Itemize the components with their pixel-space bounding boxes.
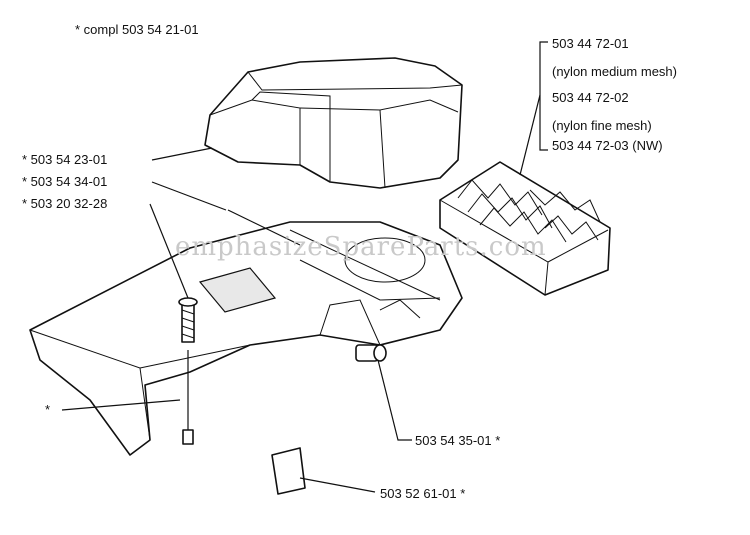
label-knob: 503 54 35-01 * — [415, 433, 501, 448]
air-filter — [439, 161, 611, 296]
seal — [271, 447, 306, 495]
label-filter-cover: * 503 54 23-01 — [22, 152, 108, 167]
label-filter-fine-desc: (nylon fine mesh) — [552, 118, 652, 133]
knob — [355, 344, 387, 362]
label-seal: 503 52 61-01 * — [380, 486, 466, 501]
label-rod: * 503 54 34-01 — [22, 174, 108, 189]
label-screw: * 503 20 32-28 — [22, 196, 108, 211]
top-cover — [204, 57, 463, 189]
cylinder-cover — [29, 209, 463, 456]
watermark: emphasizeSpareParts.com — [175, 232, 547, 262]
label-filter-nw: 503 44 72-03 (NW) — [552, 138, 663, 153]
screw — [178, 297, 198, 445]
label-filter-medium: 503 44 72-01 — [552, 36, 629, 51]
label-filter-medium-desc: (nylon medium mesh) — [552, 64, 677, 79]
leader-lines — [61, 41, 548, 493]
label-star: * — [45, 402, 51, 417]
label-compl: * compl 503 54 21-01 — [75, 22, 199, 37]
label-filter-fine: 503 44 72-02 — [552, 90, 629, 105]
